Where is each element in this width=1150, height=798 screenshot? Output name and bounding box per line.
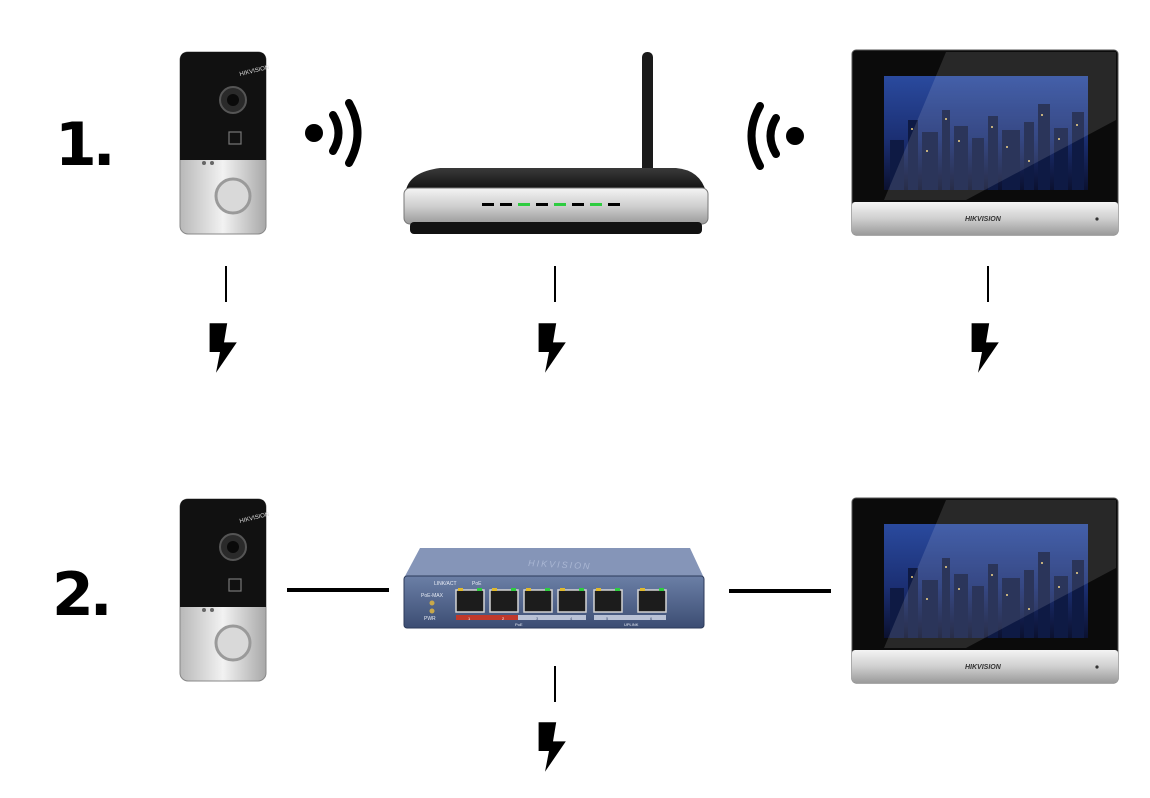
switch-port-label-2: 2 — [502, 616, 505, 621]
network-cable — [287, 588, 831, 593]
step-2-label: 2. — [52, 560, 113, 630]
power-bolt-icon — [538, 722, 566, 772]
poe-switch-icon — [403, 548, 705, 629]
switch-port-label-3: 3 — [536, 616, 539, 621]
monitor-brand: HIKVISION — [965, 664, 1002, 671]
switch-port-label-4: 4 — [570, 616, 573, 621]
power-bolt-icon — [538, 323, 566, 373]
step-1-label: 1. — [55, 110, 116, 180]
monitor-icon — [851, 49, 1119, 236]
switch-label-link-act: LINK/ACT — [434, 581, 457, 587]
switch-port-label-1: 1 — [468, 616, 471, 621]
switch-port-label-6: 6 — [650, 616, 653, 621]
wifi-signal-icon — [747, 102, 804, 170]
switch-port-label-5: 5 — [606, 616, 609, 621]
wifi-signal-icon — [305, 99, 362, 167]
doorbell-icon — [179, 498, 267, 682]
doorbell-icon — [179, 51, 267, 235]
switch-label-poe-max: PoE-MAX — [421, 593, 444, 599]
switch-brand: HIKVISION — [528, 558, 592, 571]
router-icon — [403, 52, 709, 234]
switch-label-poe: PoE — [472, 581, 482, 587]
switch-label-uplink: UPLINK — [624, 622, 639, 627]
monitor-brand: HIKVISION — [965, 216, 1002, 223]
monitor-icon — [851, 497, 1119, 684]
power-bolt-icon — [971, 323, 999, 373]
power-bolt-icon — [209, 323, 237, 373]
switch-label-ports-poe: PoE — [515, 622, 523, 627]
power-line — [225, 266, 989, 302]
switch-label-pwr: PWR — [424, 616, 436, 622]
